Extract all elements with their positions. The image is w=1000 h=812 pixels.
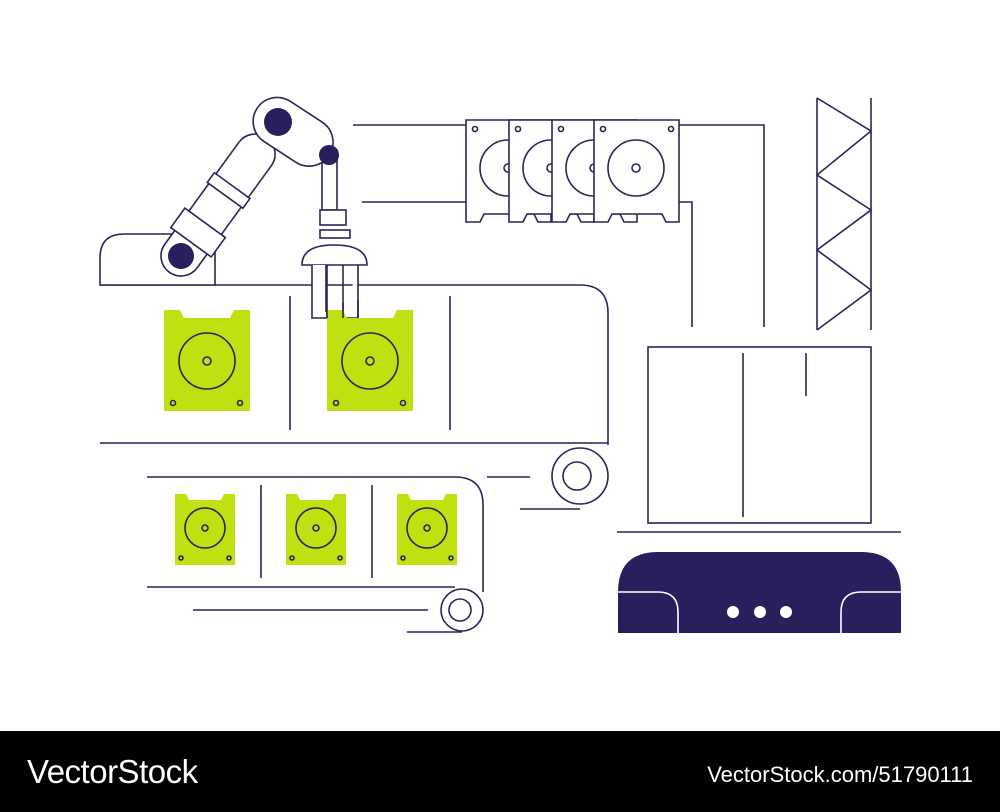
agv-cart [618, 552, 901, 633]
cardboard-box [617, 346, 901, 533]
image-url: VectorStock.com/51790111 [707, 762, 973, 787]
drive-small [397, 494, 457, 565]
robot-arm [99, 96, 368, 319]
truss [815, 97, 873, 331]
top-drive [593, 119, 680, 223]
drive-stack [465, 119, 680, 223]
drive-small [175, 494, 235, 565]
factory-illustration [99, 96, 901, 633]
upper-conveyor [100, 284, 609, 510]
drive-large [327, 310, 413, 411]
lower-conveyor [147, 476, 484, 633]
green-drives [164, 300, 457, 565]
pipes [353, 124, 765, 327]
drive-small [286, 494, 346, 565]
drive-large [164, 310, 250, 411]
footer-bar: VectorStock VectorStock.com/51790111 [0, 731, 1000, 812]
vectorstock-logo: VectorStock [27, 753, 198, 790]
